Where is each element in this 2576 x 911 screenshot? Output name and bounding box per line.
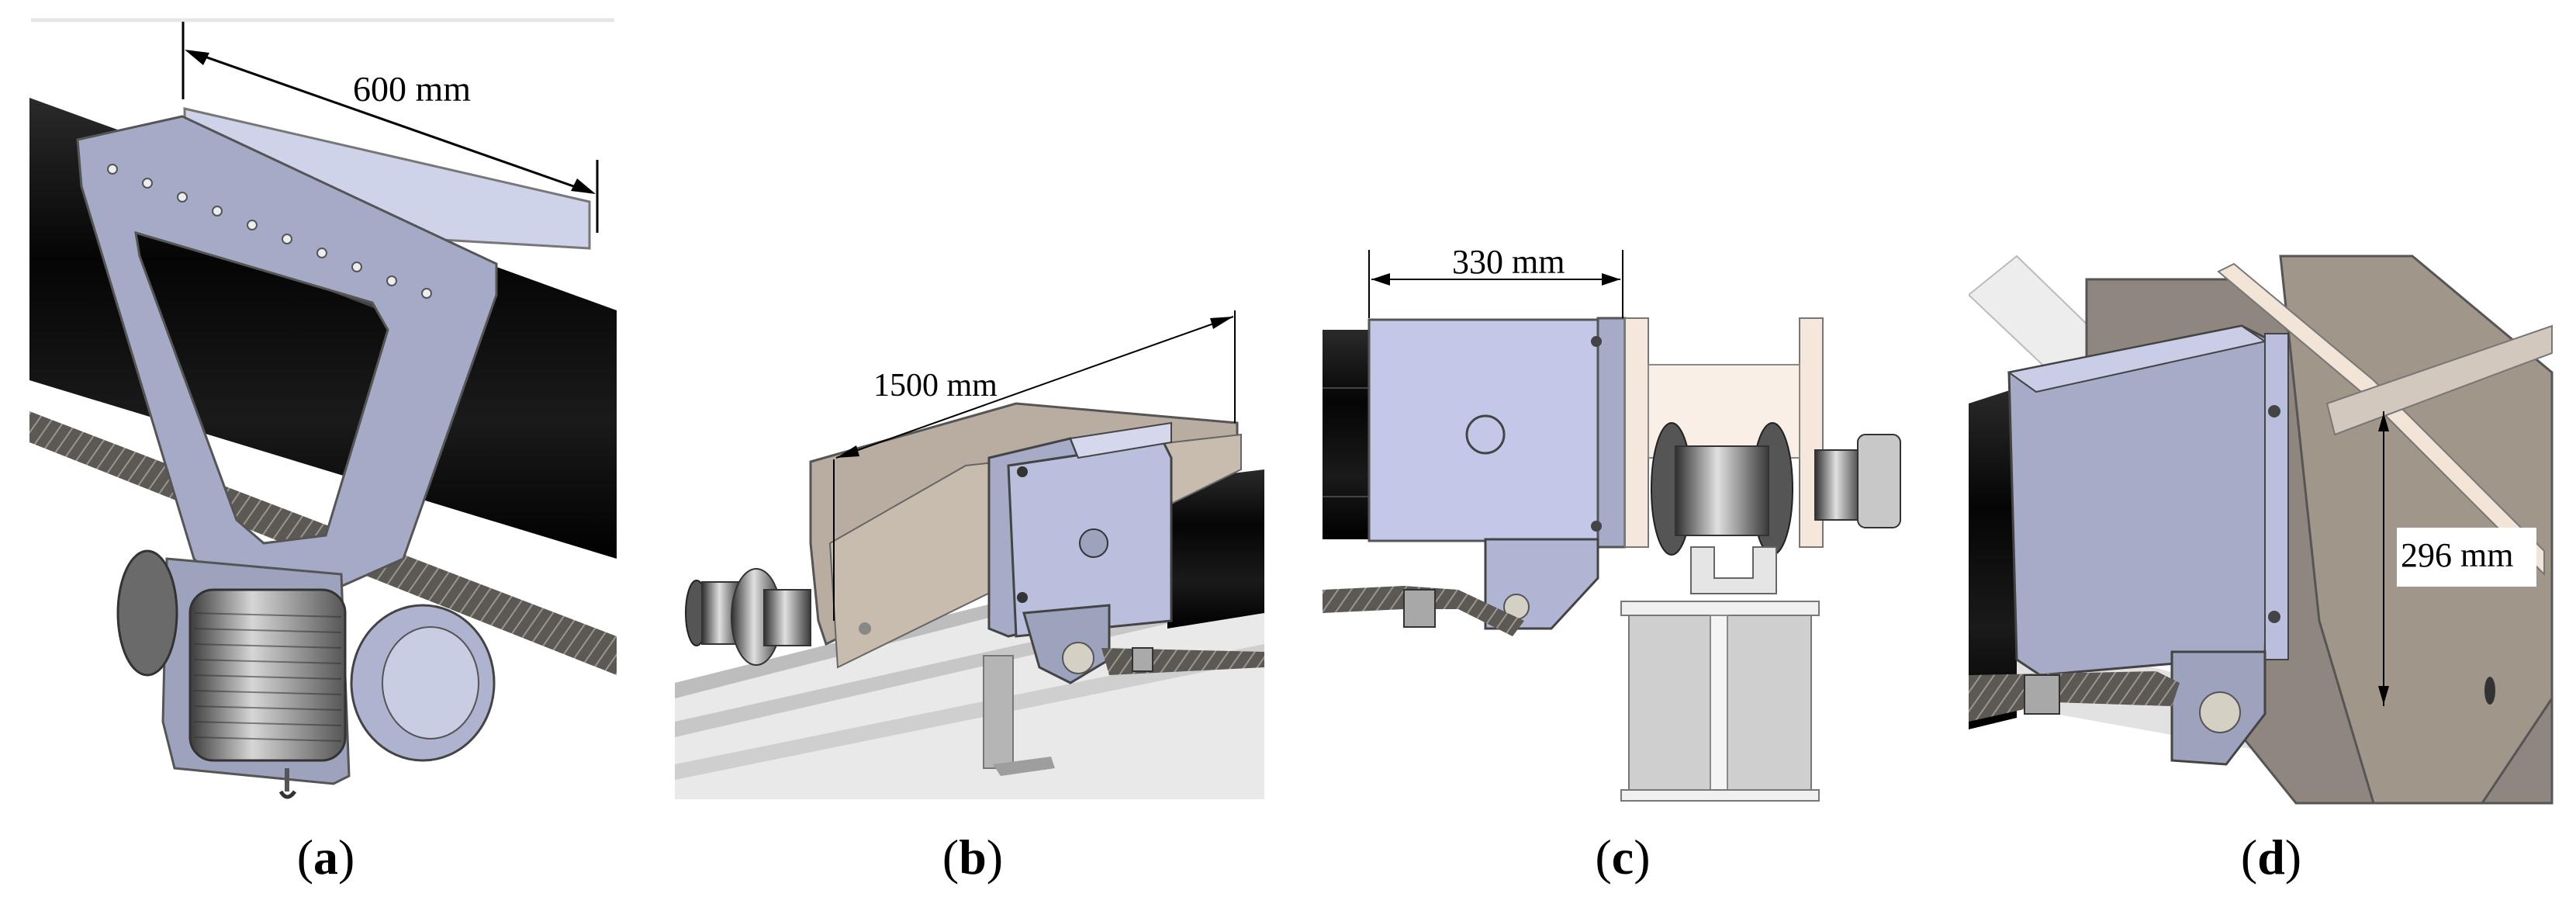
panel-b-dimension-label: 1500 mm: [873, 368, 998, 404]
panel-d-label: (d): [2240, 830, 2302, 885]
panel-a-handle-plate: [76, 115, 498, 599]
panel-c-label: (c): [1595, 830, 1651, 885]
panel-d-dimension: 296 mm: [2378, 411, 2536, 706]
panel-b-dimension: 1500 mm: [833, 310, 1236, 621]
panel-a-dimension: 600 mm: [182, 22, 599, 233]
panel-a-label: (a): [296, 830, 355, 885]
panel-a-dimension-label: 600 mm: [353, 69, 471, 109]
panel-a-drum: [188, 588, 347, 762]
panel-b-label: (b): [942, 830, 1004, 885]
panel-d-dimension-label: 296 mm: [2401, 536, 2513, 574]
panel-c-illustration: [1323, 317, 1901, 802]
panel-b-illustration: [675, 402, 1264, 799]
panel-c-dimension: 330 mm: [1368, 243, 1623, 318]
panel-c-dimension-label: 330 mm: [1452, 243, 1565, 281]
panel-a-illustration: [29, 18, 617, 799]
panel-d-illustration: [1969, 255, 2554, 805]
panel-c-roller: [1675, 445, 1769, 536]
